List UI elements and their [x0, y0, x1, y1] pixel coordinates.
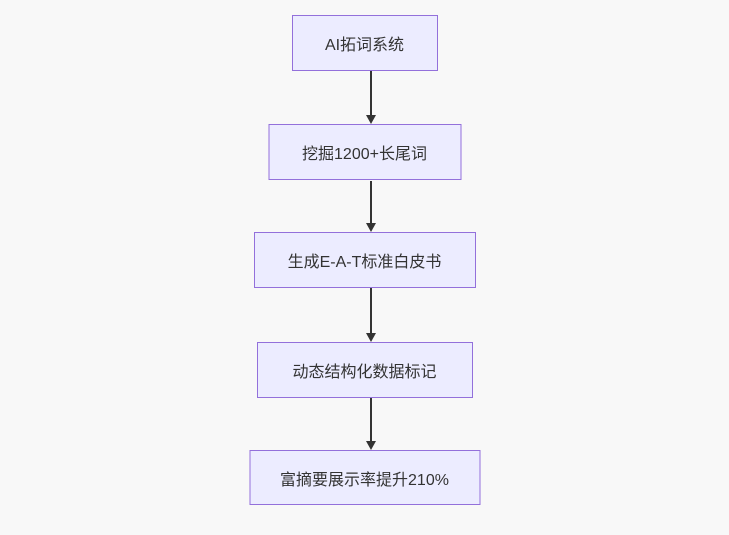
- arrow-line: [370, 181, 372, 223]
- arrow-line: [370, 288, 372, 333]
- flow-node-label: 挖掘1200+长尾词: [302, 146, 427, 163]
- arrow-line: [370, 71, 372, 115]
- arrow-head-icon: [366, 115, 376, 124]
- flow-node-label: AI拓词系统: [324, 37, 405, 54]
- flow-arrow-1: [366, 71, 376, 124]
- flow-node-structured-data-markup: 动态结构化数据标记: [256, 342, 473, 398]
- flow-arrow-2: [366, 181, 376, 232]
- flow-node-rich-snippet-rate: 富摘要展示率提升210%: [249, 450, 480, 505]
- arrow-line: [370, 398, 372, 441]
- arrow-head-icon: [366, 441, 376, 450]
- flow-node-label: 生成E-A-T标准白皮书: [287, 254, 442, 271]
- arrow-head-icon: [366, 223, 376, 232]
- arrow-head-icon: [366, 333, 376, 342]
- flow-node-longtail-keywords: 挖掘1200+长尾词: [268, 124, 461, 180]
- flow-node-eat-whitepaper: 生成E-A-T标准白皮书: [253, 232, 476, 288]
- flow-arrow-3: [366, 288, 376, 342]
- flow-node-label: 动态结构化数据标记: [292, 364, 437, 381]
- flow-node-label: 富摘要展示率提升210%: [280, 471, 449, 489]
- flow-node-ai-keyword-system: AI拓词系统: [291, 15, 438, 71]
- flow-arrow-4: [366, 398, 376, 450]
